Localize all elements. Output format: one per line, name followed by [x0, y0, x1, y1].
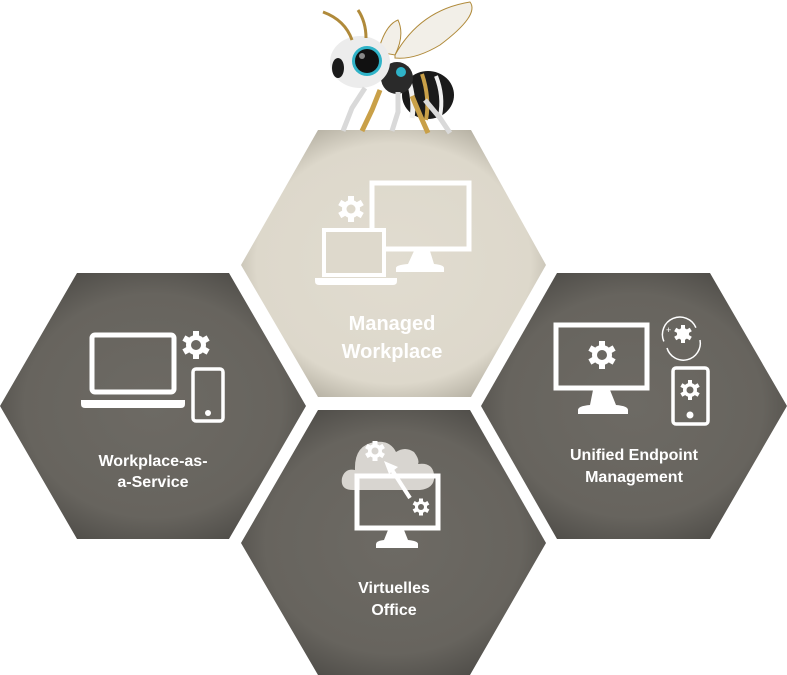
laptop-phone-gear-icon: [81, 331, 225, 423]
hex-label-line2: Management: [585, 469, 683, 486]
hex-label-line1: Virtuelles: [358, 580, 430, 597]
cloud-monitor-gear-icon: [341, 441, 441, 548]
svg-text:+: +: [666, 325, 671, 335]
hex-managed-workplace[interactable]: Managed Workplace: [241, 130, 546, 397]
hex-label-line2: a-Service: [117, 474, 188, 491]
hex-virtuelles-office[interactable]: Virtuelles Office: [241, 410, 546, 675]
hex-label-line2: Workplace: [342, 341, 443, 363]
hex-workplace-as-a-service[interactable]: Workplace-as- a-Service: [0, 273, 306, 539]
hex-label-line2: Office: [371, 602, 416, 619]
hex-label-line1: Managed: [349, 313, 436, 335]
hex-unified-endpoint-management[interactable]: + Unified Endpoint Management: [481, 273, 787, 539]
hexagon-shape: [481, 273, 787, 539]
monitor-phone-sync-gear-icon: +: [553, 316, 710, 426]
robot-bee-mascot: [322, 1, 473, 135]
laptop-monitor-gear-icon: [315, 180, 472, 285]
hex-label-line1: Unified Endpoint: [570, 447, 699, 464]
hex-label-line1: Workplace-as-: [98, 453, 207, 470]
